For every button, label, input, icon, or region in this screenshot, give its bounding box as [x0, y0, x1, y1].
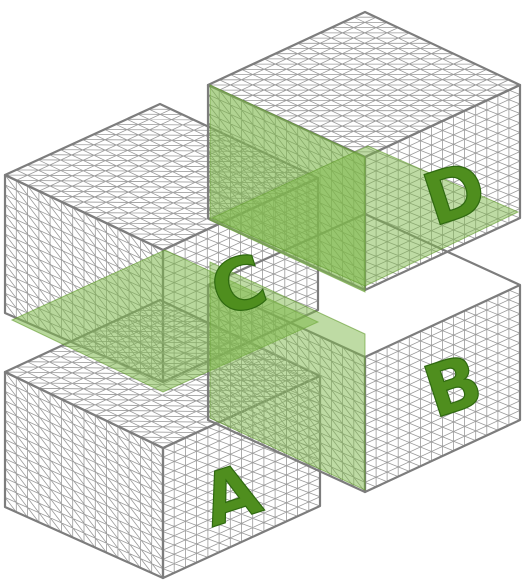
- wire-mesh: [5, 372, 163, 578]
- cage-lower-left-front-face: [5, 372, 163, 578]
- label-a: A: [191, 446, 270, 543]
